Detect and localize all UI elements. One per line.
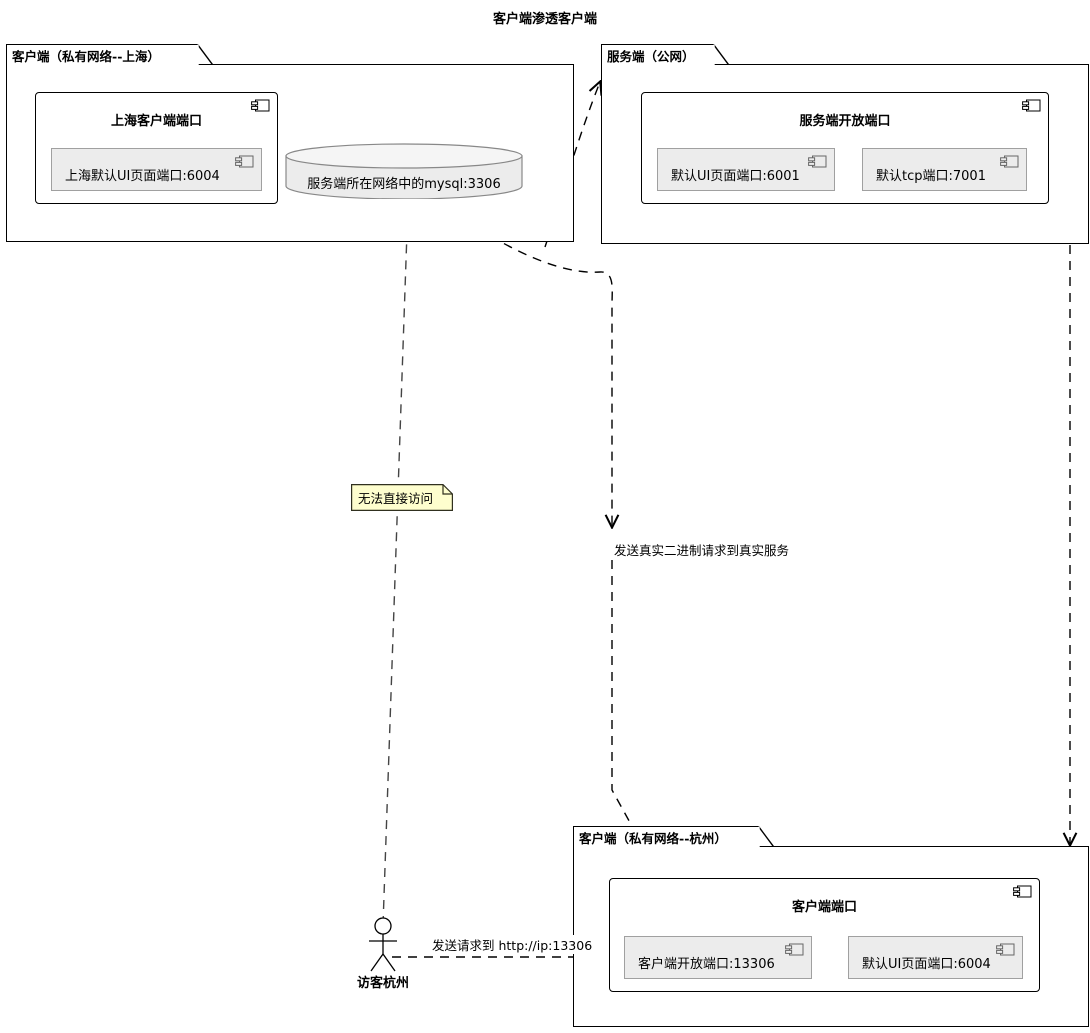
component-label-server-tcp-port: 默认tcp端口:7001 <box>876 168 986 184</box>
edge-label-server-to-hangzhou: 发送真实二进制请求到真实服务 <box>614 540 790 559</box>
package-title-client-hangzhou: 客户端（私有网络--杭州） <box>579 830 727 846</box>
database-label: 服务端所在网络中的mysql:3306 <box>307 177 501 192</box>
component-icon <box>996 943 1015 956</box>
component-icon <box>235 155 254 168</box>
component-label-hangzhou-open-port: 客户端开放端口:13306 <box>638 956 775 972</box>
component-icon <box>1013 885 1032 898</box>
component-icon <box>785 943 804 956</box>
package-tab-client-shanghai: 客户端（私有网络--上海） <box>6 44 198 65</box>
node-title-hangzhou-client-ports: 客户端端口 <box>791 900 857 915</box>
actor-stickman-icon <box>369 917 397 972</box>
package-tab-slant-shanghai <box>197 44 213 65</box>
component-shanghai-ui-port[interactable]: 上海默认UI页面端口:6004 <box>51 148 262 191</box>
package-title-client-shanghai: 客户端（私有网络--上海） <box>12 48 160 64</box>
component-icon <box>251 99 270 112</box>
edge-visitor-to-mysql <box>382 203 408 926</box>
actor-visitor-hangzhou[interactable]: 访客杭州 <box>356 916 410 996</box>
database-cylinder-icon <box>285 143 523 200</box>
package-tab-client-hangzhou: 客户端（私有网络--杭州） <box>573 826 759 847</box>
component-label-server-ui-port: 默认UI页面端口:6001 <box>671 168 800 184</box>
component-label-hangzhou-ui-port: 默认UI页面端口:6004 <box>862 956 991 972</box>
component-icon <box>1000 155 1019 168</box>
node-title-server-open-ports: 服务端开放端口 <box>799 114 891 129</box>
package-tab-server-public: 服务端（公网） <box>601 44 714 65</box>
component-server-ui-port[interactable]: 默认UI页面端口:6001 <box>657 148 835 191</box>
node-title-shanghai-client-port: 上海客户端端口 <box>110 114 202 129</box>
note-label: 无法直接访问 <box>358 491 434 506</box>
component-hangzhou-ui-port[interactable]: 默认UI页面端口:6004 <box>848 936 1023 979</box>
package-tab-slant-hangzhou <box>758 826 774 847</box>
component-label-shanghai-ui-port: 上海默认UI页面端口:6004 <box>65 168 220 184</box>
edge-label-visitor-to-hangzhou: 发送请求到 http://ip:13306 <box>432 935 593 954</box>
diagram-title: 客户端渗透客户端 <box>492 12 597 27</box>
package-tab-slant-server <box>713 44 729 65</box>
actor-label: 访客杭州 <box>356 976 410 991</box>
component-icon <box>1022 99 1041 112</box>
component-icon <box>808 155 827 168</box>
component-server-tcp-port[interactable]: 默认tcp端口:7001 <box>862 148 1027 191</box>
database-mysql[interactable]: 服务端所在网络中的mysql:3306 <box>285 143 523 200</box>
note-cannot-access-directly[interactable]: 无法直接访问 <box>351 484 453 511</box>
edge-mysql-inbound <box>436 199 612 527</box>
package-title-server-public: 服务端（公网） <box>607 48 695 64</box>
component-hangzhou-open-port[interactable]: 客户端开放端口:13306 <box>624 936 812 979</box>
